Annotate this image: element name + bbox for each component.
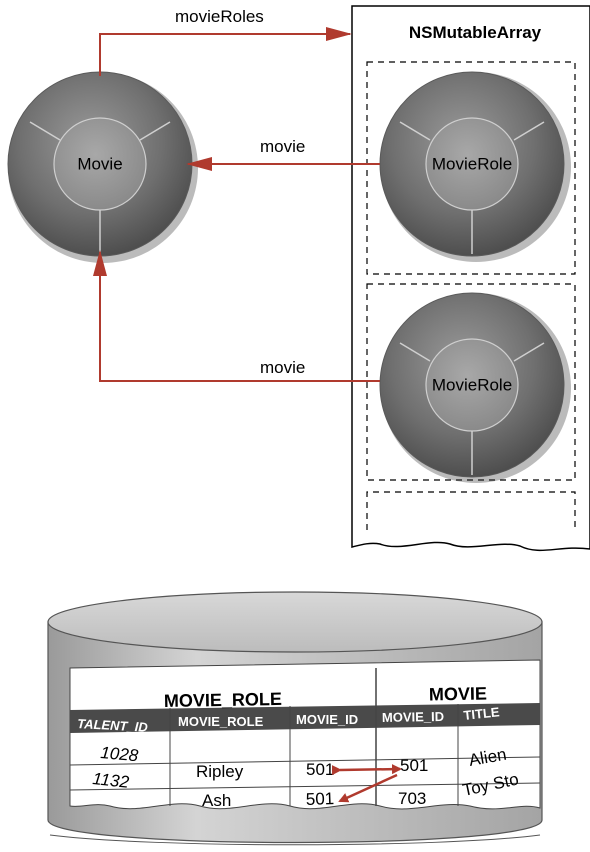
column-header-movie-id: MOVIE_ID <box>296 712 358 727</box>
cell-talent-id: 1028 <box>100 743 140 765</box>
cell-movie-role: Ripley <box>196 762 244 781</box>
cell-movie-movie-id: 703 <box>398 789 426 808</box>
column-header-movie-role: MOVIE_ROLE <box>178 714 264 729</box>
cell-talent-id: 1132 <box>92 769 131 792</box>
column-header-talent-id: TALENT_ID <box>77 716 149 735</box>
movie-arrow-1-label: movie <box>260 137 305 156</box>
table-name-movie-role: MOVIE_ROLE <box>164 689 282 711</box>
array-slot-1 <box>366 61 576 275</box>
movierole-object-2: MovieRole <box>379 292 571 483</box>
movie-object: Movie <box>7 71 198 263</box>
array-slot-3 <box>366 491 576 530</box>
fk-arrow-row-1 <box>331 764 402 776</box>
relationship-arrows: movieRoles movie movie <box>93 7 380 382</box>
database-cylinder: MOVIE_ROLE MOVIE TALENT_ID MOVIE_ROLE MO… <box>47 591 543 846</box>
movierole-object-1: MovieRole <box>379 71 571 262</box>
foreign-key-arrows <box>331 764 402 803</box>
movierole-object-1-label: MovieRole <box>432 154 512 173</box>
movieroles-arrow <box>99 27 352 76</box>
movie-arrow-2 <box>93 250 380 382</box>
cell-movie-movie-id: 501 <box>400 756 428 775</box>
array-title: NSMutableArray <box>409 23 542 42</box>
cell-movie-id: 501 <box>306 760 334 779</box>
fk-arrow-row-2 <box>338 773 398 803</box>
cell-movie-role: Ash <box>202 791 231 810</box>
cell-movie-id: 501 <box>305 789 334 809</box>
column-header-movie-movie-id: MOVIE_ID <box>382 709 444 725</box>
table-name-movie: MOVIE <box>429 683 487 704</box>
movie-object-label: Movie <box>77 154 122 173</box>
table-header-band <box>70 703 540 733</box>
movie-arrow-2-label: movie <box>260 358 305 377</box>
database-table: MOVIE_ROLE MOVIE TALENT_ID MOVIE_ROLE MO… <box>69 659 541 810</box>
column-header-title: TITLE <box>463 704 501 723</box>
movierole-object-2-label: MovieRole <box>432 375 512 394</box>
movieroles-arrow-label: movieRoles <box>175 7 264 26</box>
